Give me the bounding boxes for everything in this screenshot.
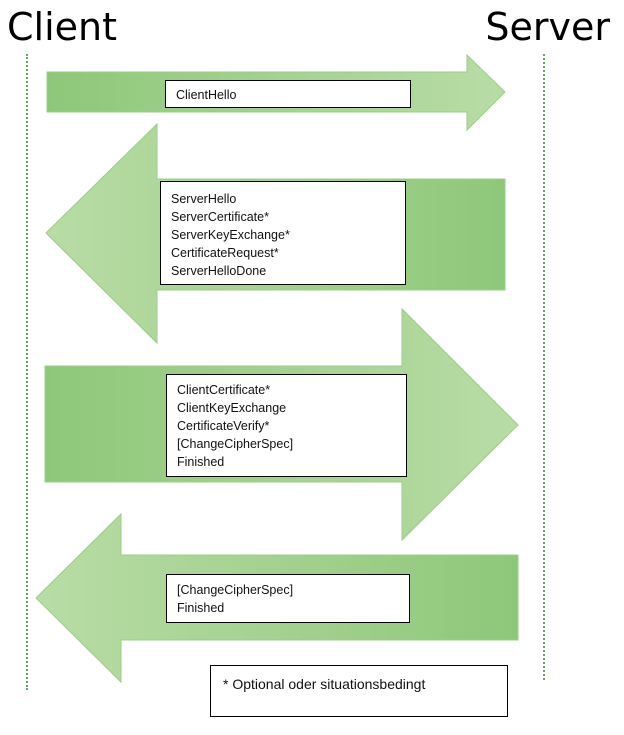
message-line: CertificateVerify* bbox=[177, 419, 270, 433]
message-line: [ChangeCipherSpec] bbox=[177, 583, 294, 597]
footnote-text: * Optional oder situationsbedingt bbox=[223, 676, 426, 692]
message-box-client-key-exchange: ClientCertificate* ClientKeyExchange Cer… bbox=[166, 374, 407, 477]
server-lifeline bbox=[543, 54, 545, 680]
message-line: ClientKeyExchange bbox=[177, 401, 287, 415]
message-line: CertificateRequest* bbox=[171, 246, 279, 260]
client-label: Client bbox=[7, 5, 118, 49]
message-line: ClientCertificate* bbox=[177, 383, 271, 397]
message-line: Finished bbox=[177, 601, 225, 615]
client-lifeline bbox=[26, 54, 28, 690]
message-line: ServerHello bbox=[171, 192, 237, 206]
footnote-box: * Optional oder situationsbedingt bbox=[210, 665, 508, 717]
message-line: Finished bbox=[177, 455, 225, 469]
message-line: ServerKeyExchange* bbox=[171, 228, 290, 242]
message-line: ServerHelloDone bbox=[171, 264, 267, 278]
message-box-server-finished: [ChangeCipherSpec] Finished bbox=[166, 574, 410, 623]
message-line: ServerCertificate* bbox=[171, 210, 269, 224]
message-box-client-hello: ClientHello bbox=[165, 80, 411, 108]
message-box-server-hello: ServerHello ServerCertificate* ServerKey… bbox=[160, 181, 406, 285]
server-label: Server bbox=[485, 5, 610, 49]
message-line: ClientHello bbox=[176, 88, 237, 102]
message-line: [ChangeCipherSpec] bbox=[177, 437, 294, 451]
